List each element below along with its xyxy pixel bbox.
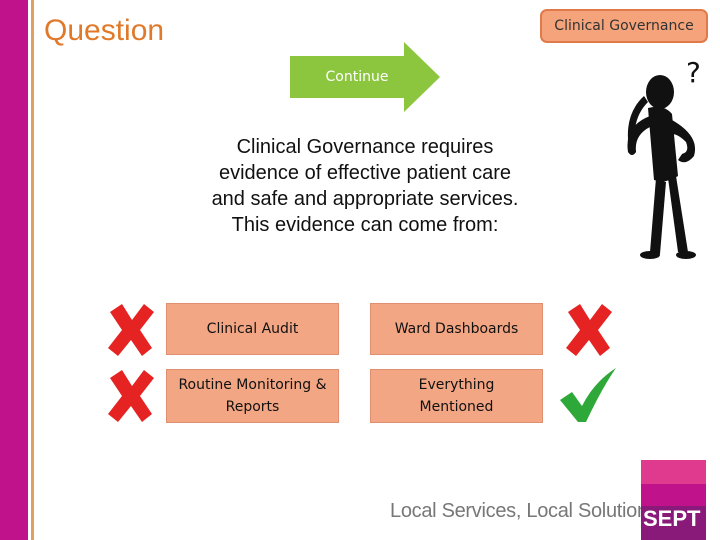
cross-icon [108,370,154,422]
option-clinical-audit[interactable]: Clinical Audit [166,303,339,355]
svg-text:?: ? [686,56,701,89]
answer-mark-everything-mentioned [558,366,620,424]
cross-icon [108,304,154,356]
sept-logo-text: SEPT [643,506,701,531]
cross-icon [566,304,612,356]
answer-mark-ward-dashboards [558,300,620,358]
option-everything-mentioned[interactable]: Everything Mentioned [370,369,543,423]
answer-mark-clinical-audit [100,300,162,358]
continue-button-label: Continue [325,69,389,85]
thinking-figure-icon: ? [627,56,701,259]
left-accent-bar [0,0,28,540]
option-routine-monitoring[interactable]: Routine Monitoring & Reports [166,369,339,423]
answer-mark-routine-monitoring [100,366,162,424]
sept-logo: SEPT [641,460,706,540]
page-title: Question [44,14,165,47]
footer-tagline: Local Services, Local Solutions [390,500,658,522]
continue-arrow-icon [290,42,440,112]
question-text: Clinical Governance requires evidence of… [211,136,519,236]
check-icon [560,368,616,422]
continue-button[interactable]: Continue [290,42,440,112]
section-badge: Clinical Governance [540,9,708,43]
option-ward-dashboards[interactable]: Ward Dashboards [370,303,543,355]
left-accent-line [31,0,34,540]
